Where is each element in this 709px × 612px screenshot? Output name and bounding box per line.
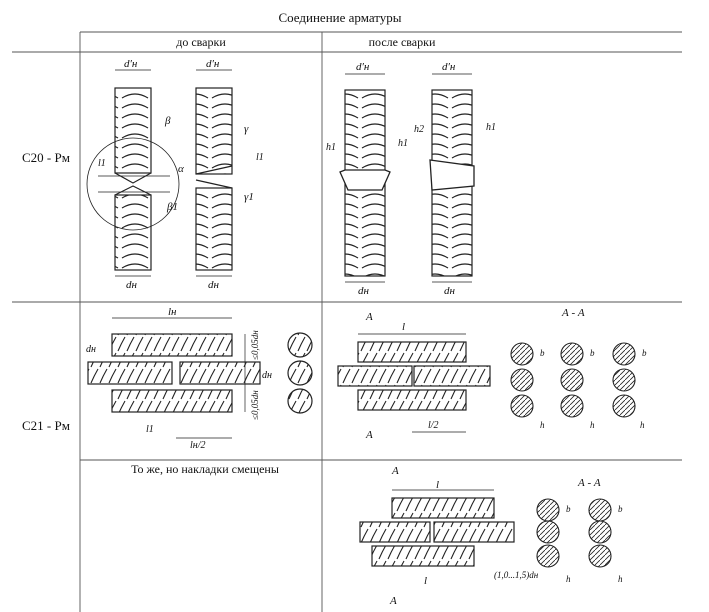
rebar-right-top — [195, 87, 233, 175]
label-h-3: h — [640, 420, 645, 430]
label-l1-right: l1 — [256, 152, 264, 163]
label-dn-left: dн — [126, 279, 138, 291]
table-title: Соединение арматуры — [278, 10, 402, 25]
c20-before-drawing: d′н dн β β1 α l1 d′н dн γ γ1 l1 — [86, 58, 264, 291]
label-b-offset-1: b — [566, 504, 571, 514]
rebar-splice-top — [111, 333, 233, 357]
label-b-3: b — [642, 348, 647, 358]
rebar-main-right — [179, 361, 261, 385]
label-d-prime-welded-left: d′н — [356, 61, 370, 73]
column-header-before-welding: до сварки — [176, 35, 226, 49]
label-beta1: β1 — [166, 201, 178, 213]
label-b-2: b — [590, 348, 595, 358]
label-h2: h2 — [414, 124, 424, 135]
label-d-prime-right: d′н — [206, 58, 220, 70]
label-tol-top: ≤0,05dн — [250, 330, 260, 360]
c20-after-drawing: d′н dн h1 h1 d′н dн h2 h1 — [326, 61, 496, 297]
offset-splice-assembly — [359, 497, 515, 567]
label-h-offset-2: h — [618, 574, 623, 584]
label-dn-welded-left: dн — [358, 285, 370, 297]
label-A-bottom: А — [365, 429, 373, 441]
rebar-left-bottom — [114, 185, 152, 271]
label-l: l — [402, 321, 405, 333]
row-label-c21: С21 - Рм — [22, 418, 70, 433]
row3-note: То же, но накладки смещены — [131, 462, 279, 476]
label-gamma1: γ1 — [244, 191, 254, 203]
label-ln-half: lн/2 — [190, 440, 206, 451]
label-h-1: h — [540, 420, 545, 430]
rebar-welded-right — [429, 89, 475, 277]
welded-splice-assembly — [337, 341, 491, 411]
label-dn-right: dн — [208, 279, 220, 291]
label-l1-left: l1 — [98, 158, 106, 169]
label-A-top-offset: А — [391, 465, 399, 477]
rebar-splice-bottom — [111, 389, 233, 413]
label-l-offset-top: l — [436, 479, 439, 491]
c21-after-drawing: А l А l/2 А - А b b b h h h — [337, 307, 647, 441]
label-dn-welded-right: dн — [444, 285, 456, 297]
label-A-bottom-offset: А — [389, 595, 397, 607]
label-gamma: γ — [244, 123, 249, 135]
label-b-1: b — [540, 348, 545, 358]
rebar-left-top — [114, 87, 152, 184]
cross-section-circles — [287, 332, 313, 414]
rebar-right-bottom — [195, 179, 233, 271]
label-d-prime-left: d′н — [124, 58, 138, 70]
label-h1-c: h1 — [486, 122, 496, 133]
label-l-offset-bottom: l — [424, 575, 427, 587]
c21-before-drawing: lн ≤0,05dн ≤0,05dн dн dн l1 lн/2 — [86, 306, 313, 451]
rebar-welded-left — [339, 89, 391, 277]
label-range: (1,0...1,5)dн — [494, 570, 539, 580]
label-ln: lн — [168, 306, 177, 318]
label-section-AA: А - А — [561, 307, 585, 319]
column-header-after-welding: после сварки — [368, 35, 436, 49]
label-d-prime-welded-right: d′н — [442, 61, 456, 73]
label-h1-b: h1 — [398, 138, 408, 149]
label-h-2: h — [590, 420, 595, 430]
label-beta: β — [164, 115, 171, 127]
label-alpha: α — [178, 163, 184, 175]
c21-offset-drawing: А l l (1,0...1,5)dн А А - А b b h h — [359, 465, 623, 607]
label-A-top: А — [365, 311, 373, 323]
section-views — [510, 342, 636, 418]
label-l1-splice: l1 — [146, 424, 154, 435]
label-b-offset-2: b — [618, 504, 623, 514]
label-h-offset-1: h — [566, 574, 571, 584]
label-h1-a: h1 — [326, 142, 336, 153]
row-label-c20: С20 - Рм — [22, 150, 70, 165]
angle-arc — [86, 137, 180, 231]
label-dn-splice: dн — [86, 344, 96, 355]
rebar-main-left — [87, 361, 173, 385]
label-tol-bottom: ≤0,05dн — [250, 390, 260, 420]
label-section-AA-offset: А - А — [577, 477, 601, 489]
label-dn-main: dн — [262, 370, 272, 381]
label-l-half: l/2 — [428, 420, 439, 431]
offset-section-views — [536, 498, 612, 568]
